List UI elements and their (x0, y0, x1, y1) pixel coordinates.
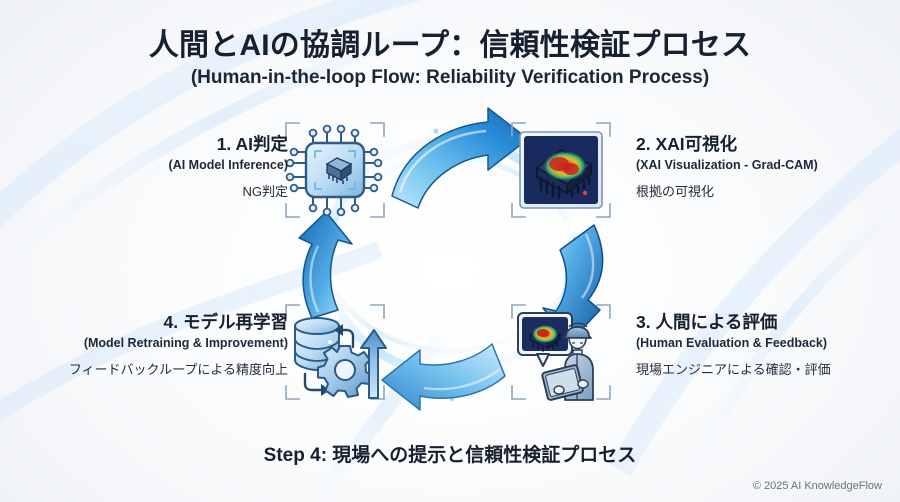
gradcam-heatmap-chip-icon (511, 122, 611, 218)
database-gear-retrain-icon (285, 304, 387, 400)
step-3-label: 3. 人間による評価 (Human Evaluation & Feedback)… (636, 312, 831, 379)
step-3-title: 3. 人間による評価 (636, 312, 778, 332)
step-1-english: (AI Model Inference) (168, 157, 288, 172)
engineer-tablet-icon (511, 304, 611, 401)
step-2-english: (XAI Visualization - Grad-CAM) (636, 157, 818, 172)
step-2-icon-tile (509, 120, 613, 220)
step-3-note: 現場エンジニアによる確認・評価 (636, 362, 831, 378)
step-1-label: 1. AI判定 (AI Model Inference) NG判定 (169, 134, 288, 201)
step-4-label: 4. モデル再学習 (Model Retraining & Improvemen… (69, 312, 288, 379)
title-main: 人間とAIの協調ループ：信頼性検証プロセス (148, 29, 752, 62)
step-4-english: (Model Retraining & Improvement) (83, 335, 288, 350)
step-2-label: 2. XAI可視化 (XAI Visualization - Grad-CAM)… (636, 134, 818, 201)
step-4-note: フィードバックループによる精度向上 (68, 362, 288, 378)
step-3-english: (Human Evaluation & Feedback) (636, 335, 828, 350)
step-2-note: 根拠の可視化 (636, 184, 715, 200)
ai-chip-icon (285, 122, 385, 218)
copyright-notice: © 2025 AI KnowledgeFlow (752, 480, 882, 492)
title-subtitle: (Human-in-the-loop Flow: Reliability Ver… (190, 67, 710, 89)
step-3-icon-tile (509, 302, 613, 402)
step-1-title: 1. AI判定 (216, 134, 288, 154)
step-4-icon-tile (283, 302, 387, 402)
arrow-top-right (391, 107, 529, 209)
step-1-icon-tile (283, 120, 387, 220)
page-title: 人間とAIの協調ループ：信頼性検証プロセス (Human-in-the-loop… (0, 28, 900, 89)
arrow-bottom-left (381, 343, 506, 411)
step-2-title: 2. XAI可視化 (636, 134, 738, 154)
step-4-title: 4. モデル再学習 (163, 312, 288, 332)
footer-step-caption: Step 4: 現場への提示と信頼性検証プロセス (263, 445, 637, 466)
step-1-note: NG判定 (242, 184, 288, 200)
